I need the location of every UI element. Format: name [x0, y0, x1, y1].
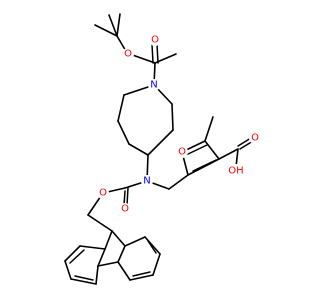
atom-o-furan: O	[176, 146, 188, 158]
atom-o-boc-ester: O	[122, 48, 134, 60]
atom-o-acid-carbonyl-label: O	[251, 133, 259, 144]
atom-n-fmoc: N	[141, 175, 153, 187]
atom-oh-acid-label: OH	[228, 166, 243, 177]
atom-o-fmoc-carbonyl-label: O	[121, 204, 129, 215]
atom-n-azepane: N	[148, 79, 160, 91]
molecule-structure: N O O N O O O O	[64, 13, 261, 285]
atom-n-azepane-label: N	[150, 80, 157, 91]
atom-labels: N O O N O O O O	[97, 34, 261, 215]
atom-o-acid-carbonyl: O	[249, 132, 261, 144]
atom-oh-acid: OH	[227, 164, 245, 177]
atom-n-fmoc-label: N	[143, 176, 150, 187]
atom-o-fmoc-ester: O	[97, 187, 109, 199]
atom-o-boc-ester-label: O	[124, 49, 132, 60]
atom-o-furan-label: O	[178, 147, 186, 158]
double-bonds	[69, 43, 254, 281]
atom-o-boc-carbonyl: O	[149, 34, 161, 46]
atom-o-boc-carbonyl-label: O	[151, 35, 159, 46]
atom-o-fmoc-carbonyl: O	[119, 203, 131, 215]
bond-skeleton	[64, 13, 239, 285]
atom-o-fmoc-ester-label: O	[99, 188, 107, 199]
